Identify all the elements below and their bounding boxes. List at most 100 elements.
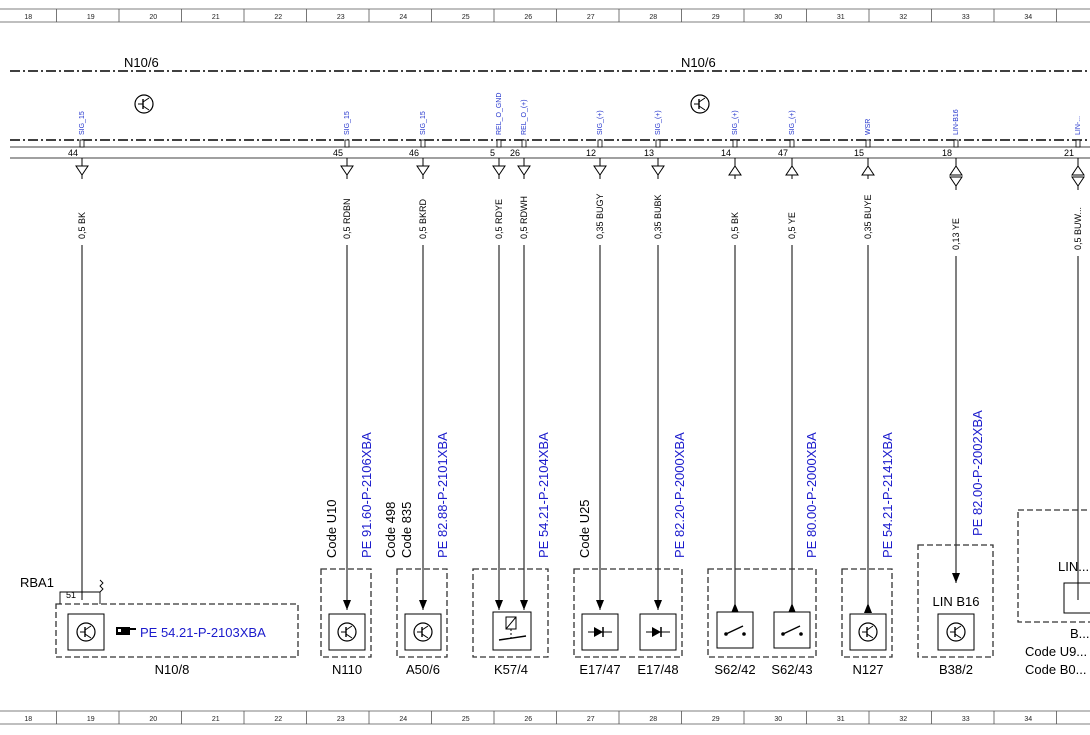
rba-pin: 51 [66, 590, 76, 600]
output-arrow-icon [785, 165, 799, 176]
n110-code: Code U10 [324, 499, 339, 558]
ruler-number: 25 [462, 716, 470, 723]
ruler-number: 25 [462, 14, 470, 21]
wire-label: 0,5 BUW... [1073, 207, 1083, 250]
s62-42-switch-icon [716, 611, 754, 649]
module-label-right: N10/6 [681, 55, 716, 70]
n10-8-ref[interactable]: PE 54.21-P-2103XBA [140, 625, 266, 640]
ruler-number: 21 [212, 14, 220, 21]
s62-43-switch-icon [773, 611, 811, 649]
pin-13: SIG_(+)130,35 BUBK [644, 110, 665, 610]
pin-number: 44 [68, 148, 78, 158]
k57-4-box [472, 568, 549, 658]
bidirectional-arrow-icon [949, 165, 963, 176]
a50-code-498: Code 498 [383, 502, 398, 558]
input-arrow-icon [416, 165, 430, 176]
input-arrow-icon [340, 165, 354, 176]
signal-label: SIG_(+) [789, 110, 796, 135]
a50-6-label: A50/6 [406, 662, 440, 677]
signal-label: REL_O_(+) [521, 99, 528, 135]
right-b-label: B... [1070, 626, 1090, 641]
signal-label: SIG_15 [420, 111, 427, 135]
pin-number: 5 [490, 148, 495, 158]
input-arrow-icon [651, 165, 665, 176]
input-arrow-icon [492, 165, 506, 176]
e17-box [573, 568, 683, 658]
s62-box [707, 568, 817, 658]
transistor-icon [690, 94, 710, 114]
wire-label: 0,35 BUBK [653, 194, 663, 239]
signal-label: WSR [865, 119, 872, 135]
input-arrow-icon [517, 165, 531, 176]
n10-8-label: N10/8 [155, 662, 190, 677]
a50-ref[interactable]: PE 82.88-P-2101XBA [435, 432, 450, 558]
s62-43-label: S62/43 [771, 662, 812, 677]
b38-lin-label: LIN B16 [933, 594, 980, 609]
transistor-icon [134, 94, 154, 114]
pin-12: SIG_(+)120,35 BUGY [586, 110, 607, 610]
k57-ref[interactable]: PE 54.21-P-2104XBA [536, 432, 551, 558]
ruler-number: 20 [149, 14, 157, 21]
ruler-number: 28 [649, 716, 657, 723]
right-partial-box [1017, 509, 1090, 623]
rba-label: RBA1 [20, 575, 54, 590]
pin-number: 45 [333, 148, 343, 158]
n127-ref[interactable]: PE 54.21-P-2141XBA [880, 432, 895, 558]
s62-ref[interactable]: PE 80.00-P-2000XBA [804, 432, 819, 558]
signal-label: SIG_(+) [597, 110, 604, 135]
e17-ref[interactable]: PE 82.20-P-2000XBA [672, 432, 687, 558]
wire-label: 0,5 YE [787, 212, 797, 239]
output-arrow-icon [728, 165, 742, 176]
pin-47: SIG_(+)470,5 YE [778, 110, 799, 613]
pin-number: 15 [854, 148, 864, 158]
e17-code: Code U25 [577, 499, 592, 558]
ruler-number: 19 [87, 716, 95, 723]
n10-8-box [55, 603, 299, 658]
b38-ref[interactable]: PE 82.00-P-2002XBA [970, 410, 985, 536]
n127-transistor-icon [849, 613, 887, 651]
ruler-number: 26 [524, 14, 532, 21]
ruler-number: 32 [899, 716, 907, 723]
ruler-number: 34 [1024, 14, 1032, 21]
a50-code-835: Code 835 [399, 502, 414, 558]
ruler-number: 33 [962, 716, 970, 723]
wire-label: 0,5 BKRD [418, 198, 428, 239]
right-code-2: Code B0... [1025, 662, 1086, 677]
ruler-number: 18 [24, 716, 32, 723]
ruler-number: 31 [837, 14, 845, 21]
k57-4-label: K57/4 [494, 662, 528, 677]
k57-4-relay-icon [492, 611, 532, 651]
s62-42-label: S62/42 [714, 662, 755, 677]
signal-label: REL_O_GND [496, 93, 503, 135]
pin-number: 13 [644, 148, 654, 158]
n110-ref[interactable]: PE 91.60-P-2106XBA [359, 432, 374, 558]
ruler-number: 32 [899, 14, 907, 21]
hand-pointer-icon [116, 627, 136, 635]
ruler-number: 34 [1024, 716, 1032, 723]
ruler-number: 27 [587, 716, 595, 723]
ruler-number: 30 [774, 716, 782, 723]
ruler-number: 28 [649, 14, 657, 21]
right-lin-label: LIN... [1058, 559, 1089, 574]
input-arrow-icon [75, 165, 89, 176]
b38-2-box [917, 544, 994, 658]
bidirectional-arrow-icon [1071, 165, 1085, 176]
wire-label: 0,13 YE [951, 218, 961, 250]
output-arrow-icon [861, 165, 875, 176]
n127-label: N127 [852, 662, 883, 677]
signal-label: LIN-B16 [953, 109, 960, 135]
right-partial-component [1063, 582, 1090, 614]
ruler-number: 19 [87, 14, 95, 21]
rba-bracket [59, 591, 101, 604]
e17-48-label: E17/48 [637, 662, 678, 677]
ruler-number: 33 [962, 14, 970, 21]
wire-label: 0,5 RDBN [342, 198, 352, 239]
a50-6-transistor-icon [404, 613, 442, 651]
